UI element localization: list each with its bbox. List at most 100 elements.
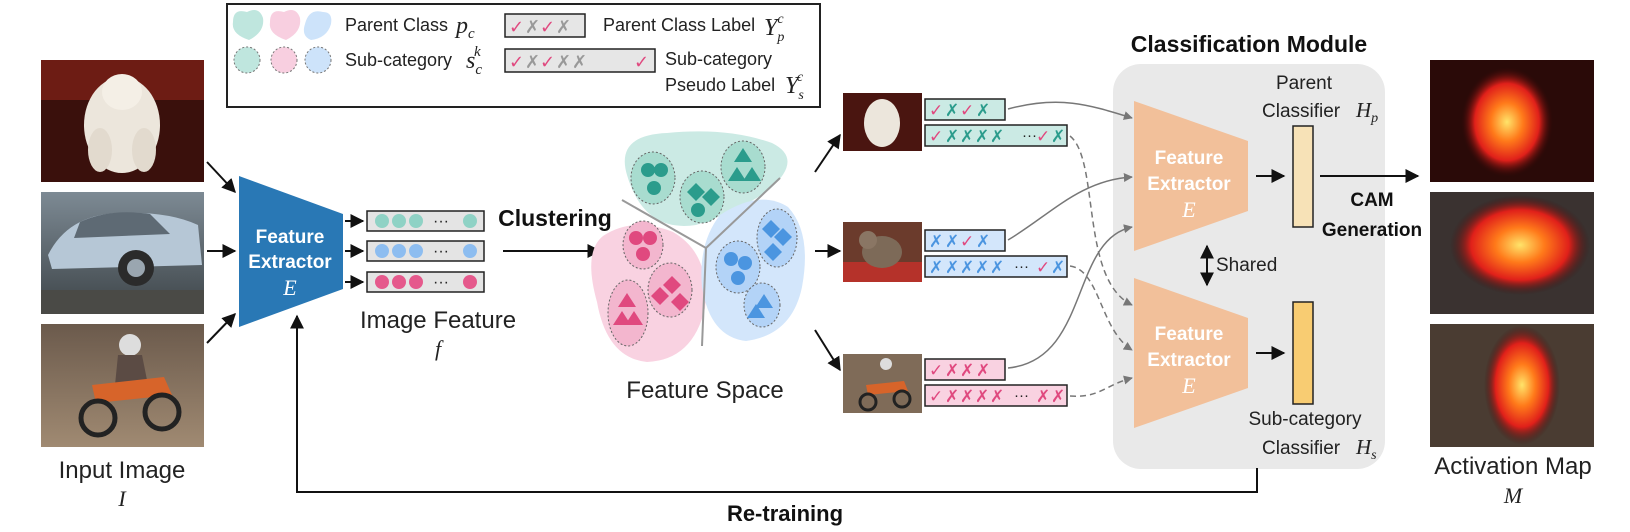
svg-text:✓: ✓ (929, 127, 943, 147)
cat-parent-label: ✗✗ ✓✗ (924, 229, 1006, 252)
feature-space-title: Feature Space (626, 377, 783, 404)
pink-parent-blob-icon (269, 10, 301, 40)
svg-text:✓: ✓ (540, 17, 555, 38)
parent-feature-extractor: Feature Extractor E (1134, 101, 1248, 251)
svg-text:✓: ✓ (509, 52, 524, 73)
svg-text:Extractor: Extractor (1147, 174, 1231, 195)
sub-classifier-symbol: Hs (1355, 435, 1377, 463)
classification-module-title: Classification Module (1131, 31, 1367, 57)
image-feature-title: Image Feature (360, 307, 516, 334)
teal-parent-blob-icon (232, 10, 264, 40)
svg-text:···: ··· (1014, 387, 1029, 404)
parent-classifier-symbol: Hp (1355, 98, 1378, 126)
parent-class-label-text: Parent Class Label (603, 15, 755, 35)
svg-text:✗: ✗ (945, 101, 959, 121)
svg-text:···: ··· (433, 274, 449, 291)
svg-text:✓: ✓ (540, 52, 555, 73)
svg-text:✗: ✗ (945, 361, 959, 381)
input-image-dog (41, 60, 204, 182)
feature-vector-blue: ··· (366, 240, 485, 262)
activation-map-title: Activation Map (1434, 453, 1591, 480)
svg-text:✓: ✓ (929, 361, 943, 381)
svg-text:✗: ✗ (990, 387, 1004, 407)
svg-text:✗: ✗ (1036, 387, 1050, 407)
cat-pseudo-label: ✗✗ ✗✗ ✗ ··· ✓✗ (924, 255, 1068, 278)
feature-vector-pink: ··· (366, 271, 485, 293)
shared-label: Shared (1216, 255, 1277, 276)
extractor-symbol: E (282, 275, 297, 300)
pseudo-label-line2: Pseudo Label (665, 75, 775, 95)
svg-text:✗: ✗ (945, 258, 959, 278)
extractor-line2: Extractor (248, 252, 332, 273)
parent-class-symbol: pc (454, 13, 475, 42)
svg-text:✓: ✓ (509, 17, 524, 38)
svg-text:✗: ✗ (960, 361, 974, 381)
retraining-label: Re-training (727, 501, 843, 526)
svg-text:E: E (1181, 197, 1196, 222)
legend-pseudo-label-marks: ✓ ✗ ✓ ✗ ✗ ✓ (509, 52, 649, 73)
dog-pseudo-label: ✓✗ ✗✗ ✗ ··· ✓✗ (924, 124, 1068, 147)
clustering-label: Clustering (498, 205, 612, 231)
svg-text:✗: ✗ (960, 127, 974, 147)
svg-text:✗: ✗ (945, 387, 959, 407)
svg-text:E: E (1181, 373, 1196, 398)
parent-classifier-line1: Parent (1276, 73, 1333, 94)
svg-text:✗: ✗ (975, 387, 989, 407)
sub-classifier-bar (1292, 301, 1314, 405)
svg-text:✗: ✗ (975, 258, 989, 278)
svg-text:✗: ✗ (976, 232, 990, 252)
cam-line2: Generation (1322, 220, 1422, 241)
activation-map-symbol: M (1503, 483, 1524, 508)
svg-text:✗: ✗ (1051, 127, 1065, 147)
thumb-motorbike (843, 354, 922, 413)
teal-subcategory-circle-icon (233, 46, 261, 74)
svg-text:Feature: Feature (1155, 324, 1224, 345)
pseudo-label-line1: Sub-category (665, 49, 772, 69)
svg-text:✗: ✗ (960, 387, 974, 407)
parent-classifier-bar (1292, 125, 1314, 228)
extractor-line1: Feature (256, 227, 325, 248)
pink-subcategory-circle-icon (270, 46, 298, 74)
input-image-car (41, 192, 204, 314)
svg-text:Extractor: Extractor (1147, 350, 1231, 371)
legend-box: Parent Class pc Sub-category sck ✓ ✗ ✓ ✗… (226, 3, 821, 108)
activation-map-motorbike (1430, 324, 1594, 447)
svg-text:✗: ✗ (525, 17, 540, 38)
svg-text:✗: ✗ (990, 258, 1004, 278)
svg-text:✓: ✓ (929, 101, 943, 121)
svg-text:···: ··· (433, 213, 449, 230)
sub-feature-extractor: Feature Extractor E (1134, 278, 1248, 428)
pseudo-label-symbol: Ysc (785, 70, 804, 103)
svg-text:✓: ✓ (1036, 258, 1050, 278)
parent-classifier-line2: Classifier (1262, 101, 1341, 122)
bike-parent-label: ✓✗ ✗✗ (924, 358, 1006, 381)
activation-map-dog (1430, 60, 1594, 182)
bike-pseudo-label: ✓✗ ✗✗ ✗ ··· ✗✗ (924, 384, 1068, 407)
svg-text:✓: ✓ (929, 387, 943, 407)
svg-text:✗: ✗ (990, 127, 1004, 147)
svg-text:✗: ✗ (945, 127, 959, 147)
thumb-cat (843, 222, 922, 282)
svg-text:✗: ✗ (929, 258, 943, 278)
svg-text:✗: ✗ (960, 258, 974, 278)
svg-text:✗: ✗ (1051, 387, 1065, 407)
svg-text:···: ··· (1014, 258, 1029, 275)
cam-line1: CAM (1350, 190, 1393, 211)
svg-text:✗: ✗ (976, 101, 990, 121)
svg-text:✓: ✓ (960, 101, 974, 121)
svg-text:✗: ✗ (976, 361, 990, 381)
svg-text:✗: ✗ (945, 232, 959, 252)
sub-classifier-line1: Sub-category (1248, 409, 1362, 430)
svg-text:✓: ✓ (1036, 127, 1050, 147)
blue-subcategory-circle-icon (304, 46, 332, 74)
parent-class-label: Parent Class (345, 15, 448, 35)
legend-parent-label-marks: ✓ ✗ ✓ ✗ (509, 17, 571, 38)
input-image-motorbike (41, 324, 204, 447)
input-image-title: Input Image (59, 457, 186, 484)
blue-parent-blob-icon (303, 11, 332, 40)
svg-text:···: ··· (1022, 127, 1037, 144)
thumb-dog (843, 93, 922, 151)
svg-text:✗: ✗ (929, 232, 943, 252)
svg-text:···: ··· (433, 243, 449, 260)
